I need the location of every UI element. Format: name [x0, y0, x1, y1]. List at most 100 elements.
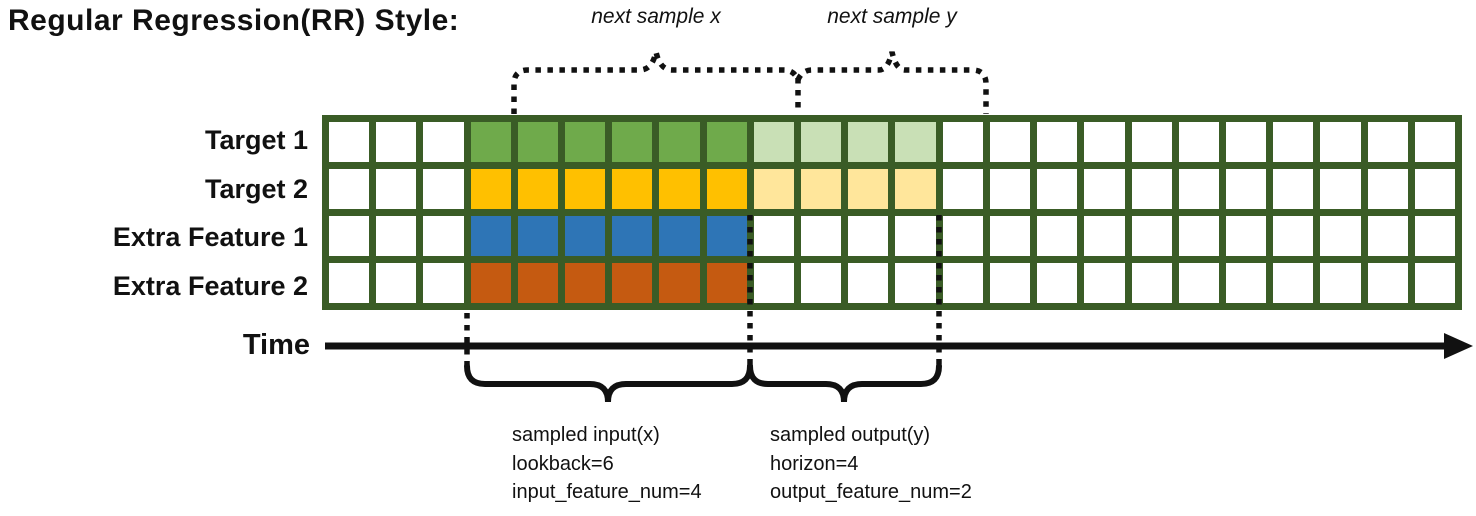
grid-cell — [1131, 263, 1172, 303]
grid-cell — [470, 263, 511, 303]
grid-cell — [612, 169, 653, 209]
grid-cell — [1037, 169, 1078, 209]
grid-cell — [659, 216, 700, 256]
grid-cell — [470, 122, 511, 162]
grid-cell — [1273, 263, 1314, 303]
grid-cell — [706, 122, 747, 162]
grid-cell — [329, 122, 370, 162]
grid-cell — [1225, 263, 1267, 303]
grid-cell — [1084, 169, 1125, 209]
grid-cell — [565, 263, 606, 303]
grid-cell — [848, 169, 889, 209]
grid-cell — [376, 216, 417, 256]
grid-cell — [895, 216, 936, 256]
grid-cell — [1037, 263, 1078, 303]
grid-cell — [895, 169, 936, 209]
grid-cell — [329, 169, 370, 209]
grid-cell — [1273, 216, 1314, 256]
grid-cell — [706, 216, 747, 256]
grid-cell — [801, 169, 842, 209]
grid-cell — [706, 169, 747, 209]
grid-cell — [1178, 263, 1219, 303]
row-label-extra-feature-1: Extra Feature 1 — [112, 222, 308, 252]
grid-cell — [801, 122, 842, 162]
grid-cell — [706, 263, 747, 303]
next-sample-y-brace — [795, 51, 989, 114]
grid-cell — [1320, 216, 1361, 256]
grid-cell — [753, 216, 795, 256]
time-series-grid — [322, 115, 1462, 310]
row-label-target-2: Target 2 — [204, 174, 308, 204]
grid-cell — [376, 122, 417, 162]
sampled-output-brace — [747, 363, 942, 403]
grid-cell — [1225, 169, 1267, 209]
grid-cell — [1131, 169, 1172, 209]
grid-cell — [1084, 263, 1125, 303]
grid-cell — [989, 169, 1031, 209]
grid-cell — [612, 216, 653, 256]
grid-cell — [989, 263, 1031, 303]
grid-cell — [470, 216, 511, 256]
lookback-value: lookback=6 — [512, 452, 614, 475]
grid-cell — [848, 122, 889, 162]
sampled-input-brace — [464, 363, 753, 403]
grid-cell — [376, 263, 417, 303]
grid-cell — [565, 122, 606, 162]
grid-cell — [1273, 169, 1314, 209]
grid-cell — [423, 216, 464, 256]
grid-cell — [801, 263, 842, 303]
input-feature-num: input_feature_num=4 — [512, 481, 702, 503]
next-sample-y-label: next sample y — [827, 5, 957, 28]
grid-cell — [1037, 216, 1078, 256]
grid-cell — [517, 216, 559, 256]
output-feature-num: output_feature_num=2 — [770, 481, 972, 503]
row-label-extra-feature-2: Extra Feature 2 — [112, 271, 308, 301]
grid-cell — [895, 122, 936, 162]
sampled-input-title: sampled input(x) — [512, 424, 660, 446]
grid-cell — [1320, 263, 1361, 303]
grid-cell — [895, 263, 936, 303]
grid-cell — [565, 216, 606, 256]
grid-cell — [659, 169, 700, 209]
sampled-output-annotation: sampled output(y) horizon=4 output_featu… — [770, 421, 972, 507]
grid-cell — [1367, 122, 1408, 162]
grid-cell — [942, 263, 983, 303]
grid-cell — [423, 122, 464, 162]
grid-cell — [989, 122, 1031, 162]
grid-cell — [329, 263, 370, 303]
time-axis-label: Time — [242, 329, 310, 361]
horizon-value: horizon=4 — [770, 452, 859, 475]
grid-cell — [942, 122, 983, 162]
grid-cell — [1131, 216, 1172, 256]
grid-cell — [470, 169, 511, 209]
grid-cell — [1414, 169, 1455, 209]
grid-cell — [1414, 122, 1455, 162]
grid-cell — [1367, 263, 1408, 303]
grid-cell — [565, 169, 606, 209]
grid-cell — [517, 169, 559, 209]
grid-cell — [612, 122, 653, 162]
grid-cell — [848, 216, 889, 256]
page-title: Regular Regression(RR) Style: — [8, 4, 460, 37]
grid-cell — [848, 263, 889, 303]
grid-cell — [801, 216, 842, 256]
row-label-target-1: Target 1 — [204, 125, 308, 155]
grid-cell — [612, 263, 653, 303]
next-sample-x-label: next sample x — [591, 5, 721, 28]
grid-cell — [1084, 122, 1125, 162]
grid-cell — [753, 122, 795, 162]
grid-cell — [659, 122, 700, 162]
sampled-input-annotation: sampled input(x) lookback=6 input_featur… — [512, 421, 702, 507]
time-axis-arrowhead — [1444, 333, 1473, 359]
grid-cell — [989, 216, 1031, 256]
grid-cell — [517, 122, 559, 162]
grid-cell — [423, 263, 464, 303]
grid-cell — [1414, 263, 1455, 303]
grid-cell — [1131, 122, 1172, 162]
grid-cell — [1320, 122, 1361, 162]
grid-cell — [1225, 216, 1267, 256]
grid-cell — [659, 263, 700, 303]
grid-cell — [1367, 169, 1408, 209]
grid-cell — [1178, 122, 1219, 162]
